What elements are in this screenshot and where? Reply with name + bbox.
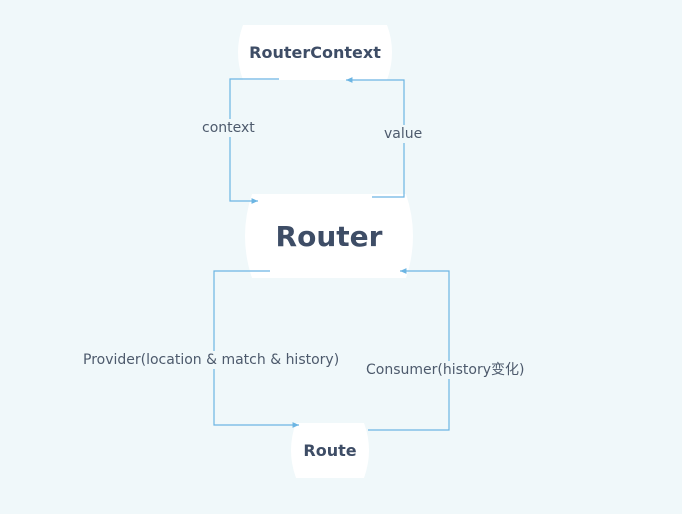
router-node: Router <box>240 194 418 278</box>
edge-label-value: value <box>382 125 425 143</box>
router-context-label: RouterContext <box>249 43 381 62</box>
edge-label-provider: Provider(location & match & history) <box>81 351 342 369</box>
route-node: Route <box>288 423 372 478</box>
route-label: Route <box>303 441 357 460</box>
edge-provider <box>213 270 299 428</box>
router-label: Router <box>275 219 383 253</box>
router-node-shape <box>245 194 413 278</box>
edge-context <box>229 78 279 204</box>
edge-label-consumer: Consumer(history变化) <box>364 361 527 379</box>
route-node-shape <box>291 423 369 478</box>
edge-consumer <box>368 268 450 431</box>
edge-label-context: context <box>200 119 257 137</box>
router-context-node: RouterContext <box>233 25 397 80</box>
router-context-node-shape <box>238 25 392 80</box>
